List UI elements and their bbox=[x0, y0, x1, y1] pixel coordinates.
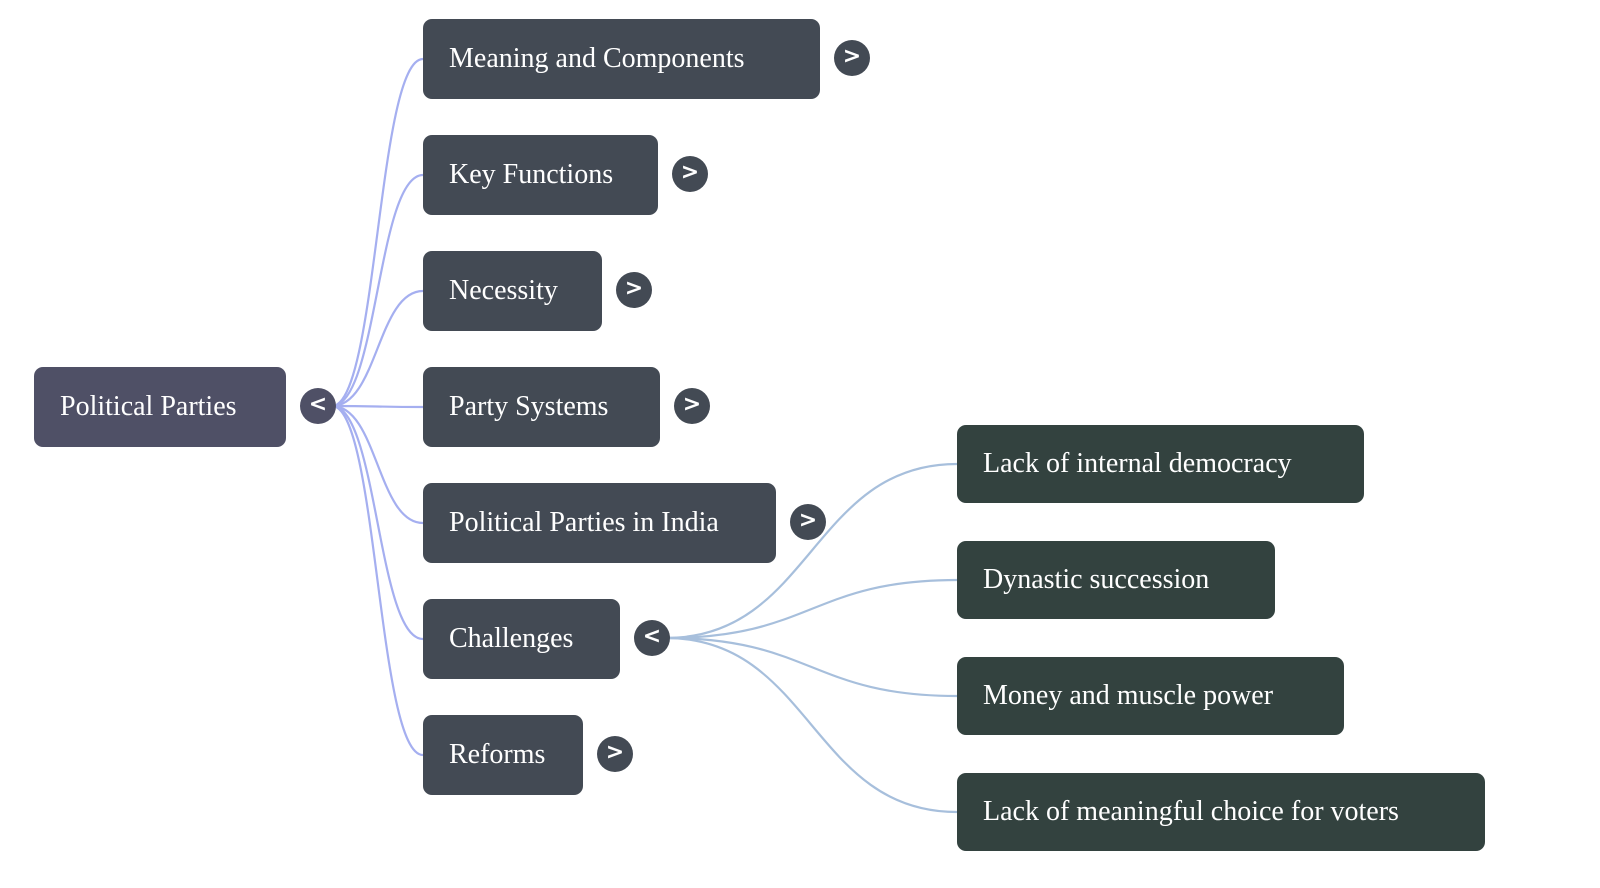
chevron-left-icon: < bbox=[642, 624, 662, 649]
node-label: Party Systems bbox=[449, 391, 609, 422]
connector-root-to-branch-1 bbox=[331, 173, 424, 408]
leaf-node-money-and-muscle-power[interactable]: Money and muscle power bbox=[957, 657, 1344, 735]
branch-node-key-functions[interactable]: Key Functions bbox=[423, 135, 658, 215]
branch-node-political-parties-in-india[interactable]: Political Parties in India bbox=[423, 483, 776, 563]
chevron-left-icon: < bbox=[308, 392, 328, 417]
expand-toggle-necessity[interactable]: > bbox=[616, 272, 652, 308]
node-label: Meaning and Components bbox=[449, 43, 745, 74]
expand-toggle-political-parties-in-india[interactable]: > bbox=[790, 504, 826, 540]
chevron-right-icon: > bbox=[624, 276, 644, 301]
chevron-right-icon: > bbox=[798, 508, 818, 533]
level1-connectors bbox=[331, 57, 424, 757]
node-label: Dynastic succession bbox=[983, 564, 1210, 595]
node-label: Necessity bbox=[449, 275, 558, 306]
collapse-toggle-challenges[interactable]: < bbox=[634, 620, 670, 656]
expand-toggle-party-systems[interactable]: > bbox=[674, 388, 710, 424]
connector-root-to-branch-2 bbox=[331, 289, 424, 408]
chevron-right-icon: > bbox=[842, 44, 862, 69]
node-label: Money and muscle power bbox=[983, 680, 1274, 711]
chevron-right-icon: > bbox=[680, 160, 700, 185]
connector-challenges-to-leaf-1 bbox=[665, 578, 958, 640]
node-label: Lack of meaningful choice for voters bbox=[983, 796, 1399, 827]
connector-root-to-branch-6 bbox=[331, 404, 424, 757]
connector-root-to-branch-0 bbox=[331, 57, 424, 408]
expand-toggle-reforms[interactable]: > bbox=[597, 736, 633, 772]
expand-toggle-meaning-and-components[interactable]: > bbox=[834, 40, 870, 76]
connector-root-to-branch-3 bbox=[331, 404, 424, 409]
connector-challenges-to-leaf-2 bbox=[665, 636, 958, 698]
chevron-right-icon: > bbox=[682, 392, 702, 417]
branch-node-meaning-and-components[interactable]: Meaning and Components bbox=[423, 19, 820, 99]
node-label: Key Functions bbox=[449, 159, 614, 190]
node-label: Political Parties in India bbox=[449, 507, 719, 538]
node-label: Reforms bbox=[449, 739, 546, 770]
collapse-toggle-root[interactable]: < bbox=[300, 388, 336, 424]
node-label: Challenges bbox=[449, 623, 574, 654]
chevron-right-icon: > bbox=[605, 740, 625, 765]
connector-root-to-branch-5 bbox=[331, 404, 424, 641]
node-label: Political Parties bbox=[60, 391, 237, 422]
branch-node-challenges[interactable]: Challenges bbox=[423, 599, 620, 679]
leaf-node-lack-of-meaningful-choice-for-voters[interactable]: Lack of meaningful choice for voters bbox=[957, 773, 1485, 851]
branch-node-reforms[interactable]: Reforms bbox=[423, 715, 583, 795]
branch-node-party-systems[interactable]: Party Systems bbox=[423, 367, 660, 447]
connector-challenges-to-leaf-3 bbox=[665, 636, 958, 814]
branch-node-necessity[interactable]: Necessity bbox=[423, 251, 602, 331]
leaf-node-lack-of-internal-democracy[interactable]: Lack of internal democracy bbox=[957, 425, 1364, 503]
root-node-political-parties[interactable]: Political Parties bbox=[34, 367, 286, 447]
node-label: Lack of internal democracy bbox=[983, 448, 1292, 479]
expand-toggle-key-functions[interactable]: > bbox=[672, 156, 708, 192]
leaf-node-dynastic-succession[interactable]: Dynastic succession bbox=[957, 541, 1275, 619]
connector-root-to-branch-4 bbox=[331, 404, 424, 525]
